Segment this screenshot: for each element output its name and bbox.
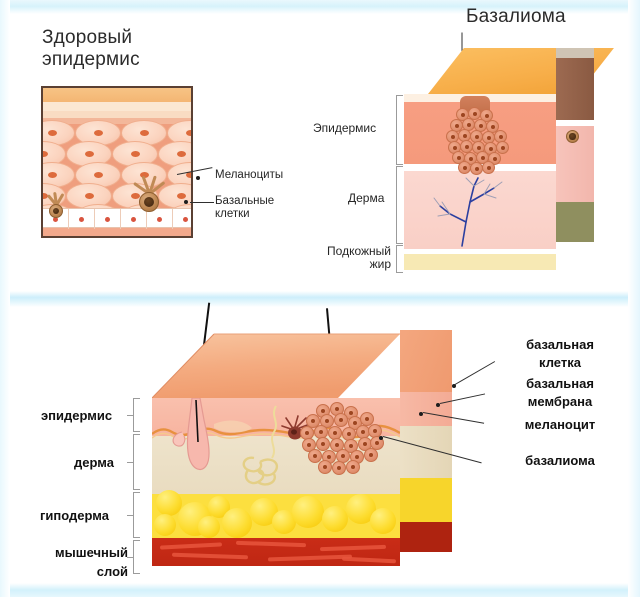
bracket-epidermis-bottom xyxy=(133,398,140,432)
basal-cells-line1: Базальные xyxy=(215,195,275,207)
side-muscle-bottom xyxy=(400,522,452,552)
hair-follicle xyxy=(172,398,252,471)
basal-cells-leader-line xyxy=(190,202,214,203)
fat-label-line2: жир xyxy=(369,257,391,271)
frame-edge-left xyxy=(0,0,10,597)
panel-divider xyxy=(0,291,640,307)
stratum-spinosum-band xyxy=(43,118,191,126)
block-front-face xyxy=(404,94,556,270)
fat-globule xyxy=(222,508,252,538)
melanocyte-nucleus xyxy=(139,192,159,212)
side-surface xyxy=(400,330,452,392)
fat-globule xyxy=(292,496,324,528)
basal-cell xyxy=(43,209,69,229)
bracket-dermis-bottom xyxy=(133,434,140,490)
frame-edge-right xyxy=(628,0,640,597)
basal-cells-line2: клетки xyxy=(215,208,250,220)
muscle-label-line1: мышечный xyxy=(55,545,128,560)
side-hypodermis-bottom xyxy=(400,478,452,522)
tumor-stalk xyxy=(460,96,490,112)
basal-cell-dot xyxy=(452,384,456,388)
side-epidermis-bottom xyxy=(400,392,452,426)
melanocyte xyxy=(132,175,165,212)
side-corneum xyxy=(556,48,594,58)
muscle-label-line2: слой xyxy=(96,564,128,579)
skin-block-side-face xyxy=(400,330,452,580)
melanocyte-dot xyxy=(419,412,423,416)
label-dermis-top: Дерма xyxy=(348,191,385,205)
label-melanocytes: Меланоциты xyxy=(215,169,284,181)
basal-membrane-line2: мембрана xyxy=(527,394,593,409)
basal-cells-callout-dot xyxy=(184,200,188,204)
skin-block-front-face xyxy=(152,398,400,566)
front-dermis xyxy=(404,171,556,249)
bracket-muscle xyxy=(133,540,140,574)
label-dermis-bottom: дерма xyxy=(74,455,114,470)
healthy-epidermis-diagram xyxy=(41,86,193,238)
basalioma-title: Базалиома xyxy=(466,6,566,27)
healthy-epidermis-title: Здоровый эпидермис xyxy=(42,27,140,71)
bracket-hypodermis xyxy=(133,492,140,538)
label-subcutaneous-fat-top: Подкожный жир xyxy=(307,245,391,271)
fat-globule xyxy=(156,490,182,516)
skin-surface-top-face xyxy=(152,333,400,398)
basal-cell-line2: клетка xyxy=(539,355,581,370)
label-basal-cells: Базальные клетки xyxy=(215,195,274,221)
label-epidermis-top: Эпидермис xyxy=(313,121,377,135)
label-basal-cell: базальная клетка xyxy=(487,336,633,372)
tick-hypodermis xyxy=(127,515,133,516)
bracket-dermis-top xyxy=(396,166,403,244)
block-side-face xyxy=(556,48,594,270)
sweat-gland xyxy=(242,405,279,486)
side-melanocyte-icon xyxy=(566,130,580,144)
fat-globule xyxy=(370,508,396,534)
front-subcutaneous-fat xyxy=(404,254,556,270)
basalioma-block-diagram xyxy=(404,48,614,270)
basal-cell-row xyxy=(43,208,191,229)
healthy-title-line1: Здоровый xyxy=(42,27,133,48)
melanocyte xyxy=(46,192,64,218)
basal-membrane-line1: базальная xyxy=(526,376,594,391)
fat-globule xyxy=(198,516,220,538)
label-epidermis-bottom: эпидермис xyxy=(41,408,113,423)
basal-cell-line1: базальная xyxy=(526,337,594,352)
front-dermis-fat-gap xyxy=(404,249,556,254)
melanocyte-callout-dot xyxy=(196,176,200,180)
fat-globule xyxy=(322,506,348,532)
tick-dermis xyxy=(127,462,133,463)
basal-cell xyxy=(147,209,173,229)
label-melanocyte: меланоцит xyxy=(524,417,596,432)
skin-layers-block-diagram xyxy=(152,302,452,580)
tick-muscle xyxy=(127,557,133,558)
basal-cell xyxy=(121,209,147,229)
stratum-corneum-band xyxy=(43,88,191,102)
bracket-epidermis-top xyxy=(396,95,403,165)
basal-cell xyxy=(69,209,95,229)
basal-membrane-dot xyxy=(436,403,440,407)
papillary-dermis-band xyxy=(43,228,191,236)
tick-epidermis xyxy=(127,415,133,416)
basal-cell xyxy=(173,209,191,229)
melanocyte-nucleus xyxy=(49,204,63,218)
label-basalioma: базалиома xyxy=(525,453,595,468)
frame-band-bottom xyxy=(0,583,640,597)
side-epidermis xyxy=(556,58,594,120)
label-hypodermis: гиподерма xyxy=(40,508,109,523)
basal-cell xyxy=(95,209,121,229)
melanocyte-cell xyxy=(281,415,311,440)
label-basal-membrane: базальная мембрана xyxy=(484,375,636,411)
stratum-granulosum-band xyxy=(43,111,191,118)
dermal-vessels xyxy=(433,177,503,247)
bracket-fat-top xyxy=(396,245,403,273)
stratum-lucidum-band xyxy=(43,102,191,111)
basalioma-dot xyxy=(379,436,383,440)
healthy-title-line2: эпидермис xyxy=(42,49,140,70)
side-fat xyxy=(556,202,594,242)
fat-label-line1: Подкожный xyxy=(327,244,391,258)
side-basement-membrane xyxy=(556,120,594,126)
label-muscle-layer: мышечный слой xyxy=(36,543,128,581)
fat-globule xyxy=(154,514,176,536)
